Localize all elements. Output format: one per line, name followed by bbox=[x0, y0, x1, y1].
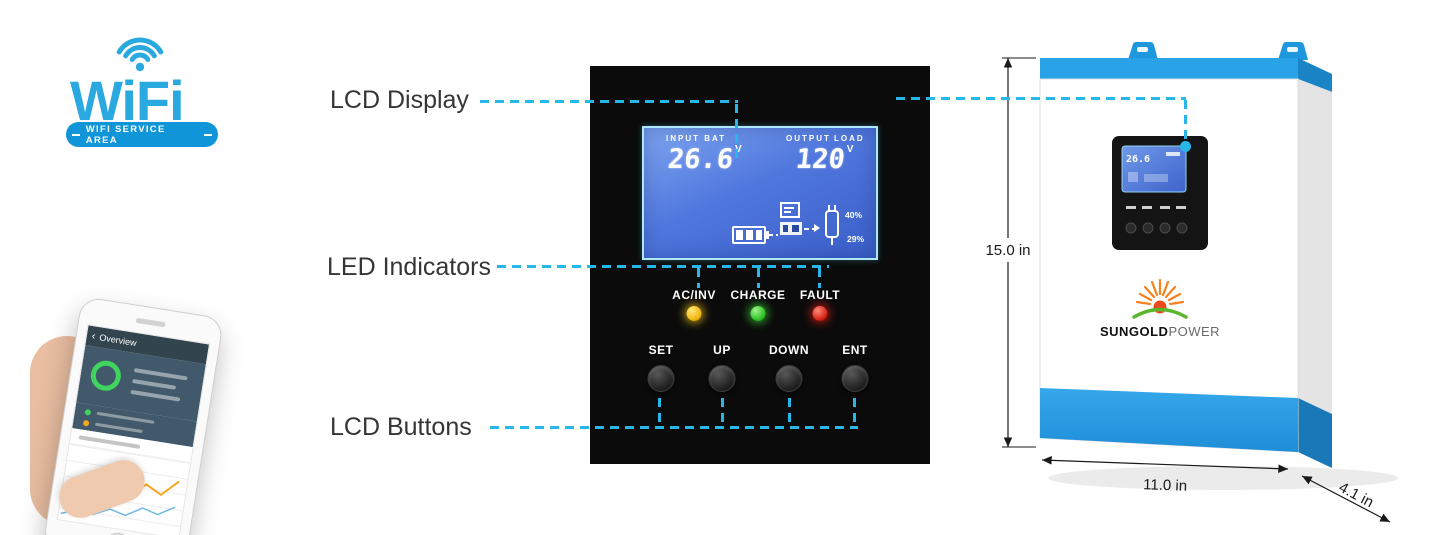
set-button[interactable] bbox=[647, 365, 675, 392]
buttons-callout-drop bbox=[853, 398, 856, 426]
inverter-bottom-band bbox=[1040, 388, 1298, 452]
pointer-dot bbox=[1180, 141, 1191, 152]
lcd-load-label: LOAD bbox=[834, 134, 865, 143]
legend-dot-green bbox=[84, 408, 92, 416]
mini-button-labels bbox=[1126, 206, 1186, 209]
ent-button-label: ENT bbox=[842, 343, 868, 357]
led-callout-drop bbox=[757, 268, 760, 288]
buttons-callout-drop bbox=[658, 398, 661, 426]
led-label-charge: CHARGE bbox=[730, 288, 786, 302]
inverter-top-depth bbox=[1298, 58, 1332, 92]
up-button[interactable] bbox=[708, 365, 736, 392]
lcd-display-callout-line bbox=[480, 100, 738, 103]
led-callout-line bbox=[497, 265, 829, 268]
fault-led bbox=[812, 306, 828, 321]
inverter-side-bottom bbox=[1298, 398, 1332, 468]
set-button-label: SET bbox=[648, 343, 674, 357]
led-indicators-label: LED Indicators bbox=[327, 253, 491, 281]
lcd-display: INPUT BAT OUTPUT LOAD 26.6V 120V 40% 29% bbox=[642, 126, 878, 260]
home-button bbox=[102, 530, 133, 535]
phone-speaker-grill bbox=[135, 317, 166, 328]
wifi-signal-icon bbox=[116, 37, 164, 62]
input-voltage-unit: V bbox=[735, 144, 742, 155]
flow-dash bbox=[768, 234, 778, 236]
mounting-hook bbox=[1128, 42, 1158, 60]
battery-icon bbox=[732, 226, 769, 244]
charge-led bbox=[750, 306, 766, 321]
dim-depth-line bbox=[1301, 475, 1391, 523]
dim-height-label: 15.0 in bbox=[985, 242, 1030, 259]
text-skeleton bbox=[94, 422, 143, 434]
charge-current-box-icon bbox=[780, 222, 802, 235]
dim-depth-label: 4.1 in bbox=[1336, 479, 1376, 511]
sun-rays-icon bbox=[1135, 278, 1185, 306]
lcd-display-label: LCD Display bbox=[330, 86, 469, 114]
wifi-logo: WiFi bbox=[70, 37, 185, 126]
mounting-hook bbox=[1278, 42, 1308, 60]
battery-percent: 40% bbox=[845, 210, 863, 220]
flow-arrow-icon bbox=[814, 224, 820, 232]
charger-box-icon bbox=[780, 202, 800, 218]
led-label-fault: FAULT bbox=[799, 288, 841, 302]
output-voltage-unit: V bbox=[846, 144, 854, 155]
output-voltage-value: 120 bbox=[794, 144, 847, 175]
down-button-label: DOWN bbox=[769, 343, 809, 357]
dim-label-backing bbox=[978, 238, 1038, 262]
dimension-annotations: 15.0 in 11.0 in 4.1 in bbox=[978, 57, 1391, 523]
brand-power: POWER bbox=[1168, 324, 1220, 339]
led-label-ac-inv: AC/INV bbox=[672, 288, 716, 302]
lcd-speck bbox=[1166, 152, 1180, 156]
up-button-label: UP bbox=[713, 343, 731, 357]
brand-wordmark: SUNGOLDPOWER bbox=[1100, 324, 1220, 339]
app-title: Overview bbox=[98, 332, 138, 349]
led-callout-drop bbox=[697, 268, 700, 288]
text-skeleton bbox=[132, 378, 177, 390]
green-swoosh-icon bbox=[1132, 307, 1188, 319]
output-voltage-readout: 120V bbox=[794, 144, 854, 175]
wifi-dot-icon bbox=[135, 62, 145, 72]
wifi-service-area-badge: WIFI SERVICE AREA bbox=[66, 122, 218, 147]
led-callout-drop bbox=[818, 268, 821, 288]
inverter-top-band bbox=[1040, 58, 1298, 79]
load-plug-icon bbox=[825, 205, 839, 245]
wifi-badge-label: WIFI SERVICE AREA bbox=[85, 123, 166, 146]
brand-sungold: SUNGOLD bbox=[1100, 324, 1169, 339]
lcd-output-label: OUTPUT bbox=[786, 134, 831, 143]
inverter-mini-lcd bbox=[1121, 145, 1187, 193]
text-skeleton bbox=[78, 435, 141, 449]
load-percent: 29% bbox=[847, 234, 865, 244]
lcd-display-callout-drop bbox=[735, 104, 738, 158]
battery-gauge-ring bbox=[88, 358, 123, 393]
wifi-brand-text: WiFi bbox=[70, 69, 184, 126]
mini-buttons bbox=[1125, 222, 1188, 234]
inverter-side-face bbox=[1298, 79, 1332, 414]
inverter-display-callout-drop bbox=[1184, 100, 1187, 142]
dim-width-label: 11.0 in bbox=[1143, 476, 1188, 495]
down-button[interactable] bbox=[775, 365, 803, 392]
text-skeleton bbox=[130, 389, 181, 402]
lcd-input-label: INPUT BAT bbox=[666, 134, 727, 143]
text-skeleton bbox=[96, 411, 155, 424]
ac-inv-led bbox=[686, 306, 702, 321]
input-voltage-value: 26.6 bbox=[666, 144, 735, 175]
lcd-speck bbox=[1144, 174, 1168, 182]
lcd-speck bbox=[1128, 172, 1138, 182]
back-chevron-icon: ‹ bbox=[90, 329, 97, 343]
legend-dot-orange bbox=[82, 419, 90, 427]
text-skeleton bbox=[133, 368, 188, 381]
input-voltage-readout: 26.6V bbox=[666, 144, 742, 175]
inverter-display-callout-line bbox=[896, 97, 1186, 100]
buttons-callout-drop bbox=[788, 398, 791, 426]
buttons-callout-drop bbox=[721, 398, 724, 426]
flow-dash bbox=[804, 228, 816, 230]
lcd-buttons-label: LCD Buttons bbox=[330, 413, 472, 441]
ent-button[interactable] bbox=[841, 365, 869, 392]
buttons-callout-line bbox=[490, 426, 858, 429]
inverter-lcd-value: 26.6 bbox=[1126, 154, 1150, 165]
dim-width-line bbox=[1041, 456, 1289, 473]
